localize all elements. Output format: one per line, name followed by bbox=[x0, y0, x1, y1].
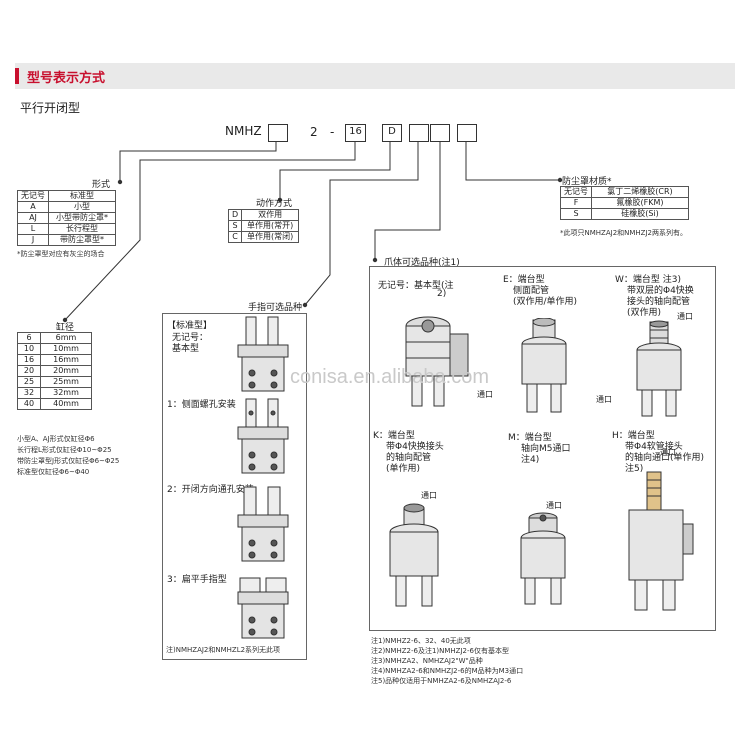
claw-w-l3: 接头的轴向配管 bbox=[627, 297, 691, 307]
claw-h-l1: H：端台型 bbox=[612, 431, 655, 441]
gripper-side-tap-image bbox=[237, 398, 289, 474]
model-box-cover bbox=[457, 124, 477, 142]
model-dash: - bbox=[330, 125, 335, 139]
cover-note: *此项只NMHZAJ2和NMHZJ2两系列有。 bbox=[560, 229, 687, 237]
claw-k-l3: 的轴向配管 bbox=[386, 453, 432, 463]
bore-title: 缸径 bbox=[56, 323, 75, 333]
model-box-form bbox=[268, 124, 288, 142]
action-title: 动作方式 bbox=[256, 199, 293, 209]
claw-h-l2: 带Φ4软管接头 bbox=[625, 442, 683, 452]
claw-title: 爪体可选品种(注1) bbox=[384, 258, 460, 268]
claw-basic-l2: 2) bbox=[437, 289, 447, 299]
claw-m-l3: 注4) bbox=[521, 455, 540, 465]
gripper-through-hole-image bbox=[237, 486, 289, 562]
claw-w-l1: W：端台型 注3) bbox=[615, 275, 681, 285]
port-label-h: 通口 bbox=[660, 448, 676, 457]
claw-w-image bbox=[636, 320, 682, 417]
port-label-m: 通口 bbox=[546, 501, 562, 510]
gripper-flat-finger-image bbox=[237, 577, 289, 639]
bore-note-3: 带防尘罩型J形式仅缸径Φ6~Φ25 bbox=[17, 457, 120, 465]
finger-title: 手指可选品种 bbox=[248, 303, 303, 313]
form-note: *防尘罩型对应有灰尘的场合 bbox=[17, 250, 105, 258]
claw-h-image bbox=[628, 471, 694, 611]
claw-e-l2: 侧面配管 bbox=[513, 286, 550, 296]
bore-note-1: 小型A、AJ形式仅缸径Φ6 bbox=[17, 435, 95, 443]
model-series: 2 bbox=[310, 125, 318, 139]
model-box-action: D bbox=[382, 124, 402, 142]
form-title: 形式 bbox=[92, 180, 111, 190]
claw-m-image bbox=[520, 512, 566, 605]
claw-h-l3: 的轴向通口(单作用) bbox=[625, 453, 705, 463]
header-accent-mark bbox=[15, 68, 19, 84]
table-row: 无记号氯丁二烯橡胶(CR) bbox=[560, 186, 689, 198]
claw-m-l1: M：端台型 bbox=[508, 433, 552, 443]
form-header-desc: 标准型 bbox=[48, 190, 116, 202]
model-prefix: NMHZ bbox=[225, 124, 262, 138]
port-label-e: 通口 bbox=[596, 395, 612, 404]
bottom-note-3: 注3)NMHZA2、NMHZAJ2"W"品种 bbox=[371, 657, 483, 665]
page-subtitle: 平行开闭型 bbox=[20, 101, 81, 115]
bore-note-2: 长行程L形式仅缸径Φ10~Φ25 bbox=[17, 446, 112, 454]
claw-e-l3: (双作用/单作用) bbox=[513, 297, 578, 307]
finger-note: 注)NMHZAJ2和NMHZL2系列无此项 bbox=[166, 646, 281, 654]
model-bore-value: 16 bbox=[349, 126, 362, 137]
bottom-note-5: 注5)品种仅适用于NMHZA2-6及NMHZAJ2-6 bbox=[371, 677, 512, 685]
section-title: 型号表示方式 bbox=[27, 71, 106, 86]
finger-std-label: 【标准型】 bbox=[167, 321, 213, 331]
claw-e-l1: E：端台型 bbox=[503, 275, 545, 285]
form-header-code: 无记号 bbox=[17, 190, 49, 202]
model-action-value: D bbox=[388, 126, 396, 137]
claw-k-l1: K：端台型 bbox=[373, 431, 415, 441]
claw-basic-image bbox=[405, 316, 469, 407]
claw-k-l4: (单作用) bbox=[386, 464, 421, 474]
claw-k-image bbox=[389, 503, 439, 607]
cover-title: 防尘罩材质* bbox=[562, 177, 612, 187]
claw-w-l2: 带双层的Φ4快换 bbox=[627, 286, 694, 296]
bottom-note-1: 注1)NMHZ2-6、32、40无此项 bbox=[371, 637, 471, 645]
claw-basic-l1: 无记号：基本型(注 bbox=[378, 281, 454, 291]
watermark: conisa.en.alibaba.com bbox=[290, 366, 490, 388]
claw-k-l2: 带Φ4快换接头 bbox=[386, 442, 444, 452]
finger-opt3: 3：扁平手指型 bbox=[167, 575, 227, 585]
bottom-note-4: 注4)NMHZA2-6和NMHZJ2-6的M品种为M3通口 bbox=[371, 667, 524, 675]
finger-opt1: 1：侧面螺孔安装 bbox=[167, 400, 236, 410]
claw-m-l2: 轴向M5通口 bbox=[521, 444, 571, 454]
model-box-claw bbox=[430, 124, 450, 142]
finger-opt2: 2：开闭方向通孔安装 bbox=[167, 485, 254, 495]
bottom-note-2: 注2)NMHZ2-6及注1)NMHZJ2-6仅有基本型 bbox=[371, 647, 509, 655]
claw-e-image bbox=[521, 318, 567, 413]
finger-std-sub1: 无记号： bbox=[172, 333, 209, 343]
port-label-k: 通口 bbox=[421, 491, 437, 500]
model-box-finger bbox=[409, 124, 429, 142]
model-box-bore: 16 bbox=[345, 124, 366, 142]
finger-std-sub2: 基本型 bbox=[172, 344, 200, 354]
section-header: 型号表示方式 bbox=[15, 63, 735, 89]
port-label-w: 通口 bbox=[677, 312, 693, 321]
port-label-basic: 通口 bbox=[477, 390, 493, 399]
bore-note-4: 标准型仅缸径Φ6~Φ40 bbox=[17, 468, 90, 476]
claw-h-l4: 注5) bbox=[625, 464, 644, 474]
gripper-basic-image bbox=[237, 316, 289, 392]
claw-w-l4: (双作用) bbox=[627, 308, 662, 318]
